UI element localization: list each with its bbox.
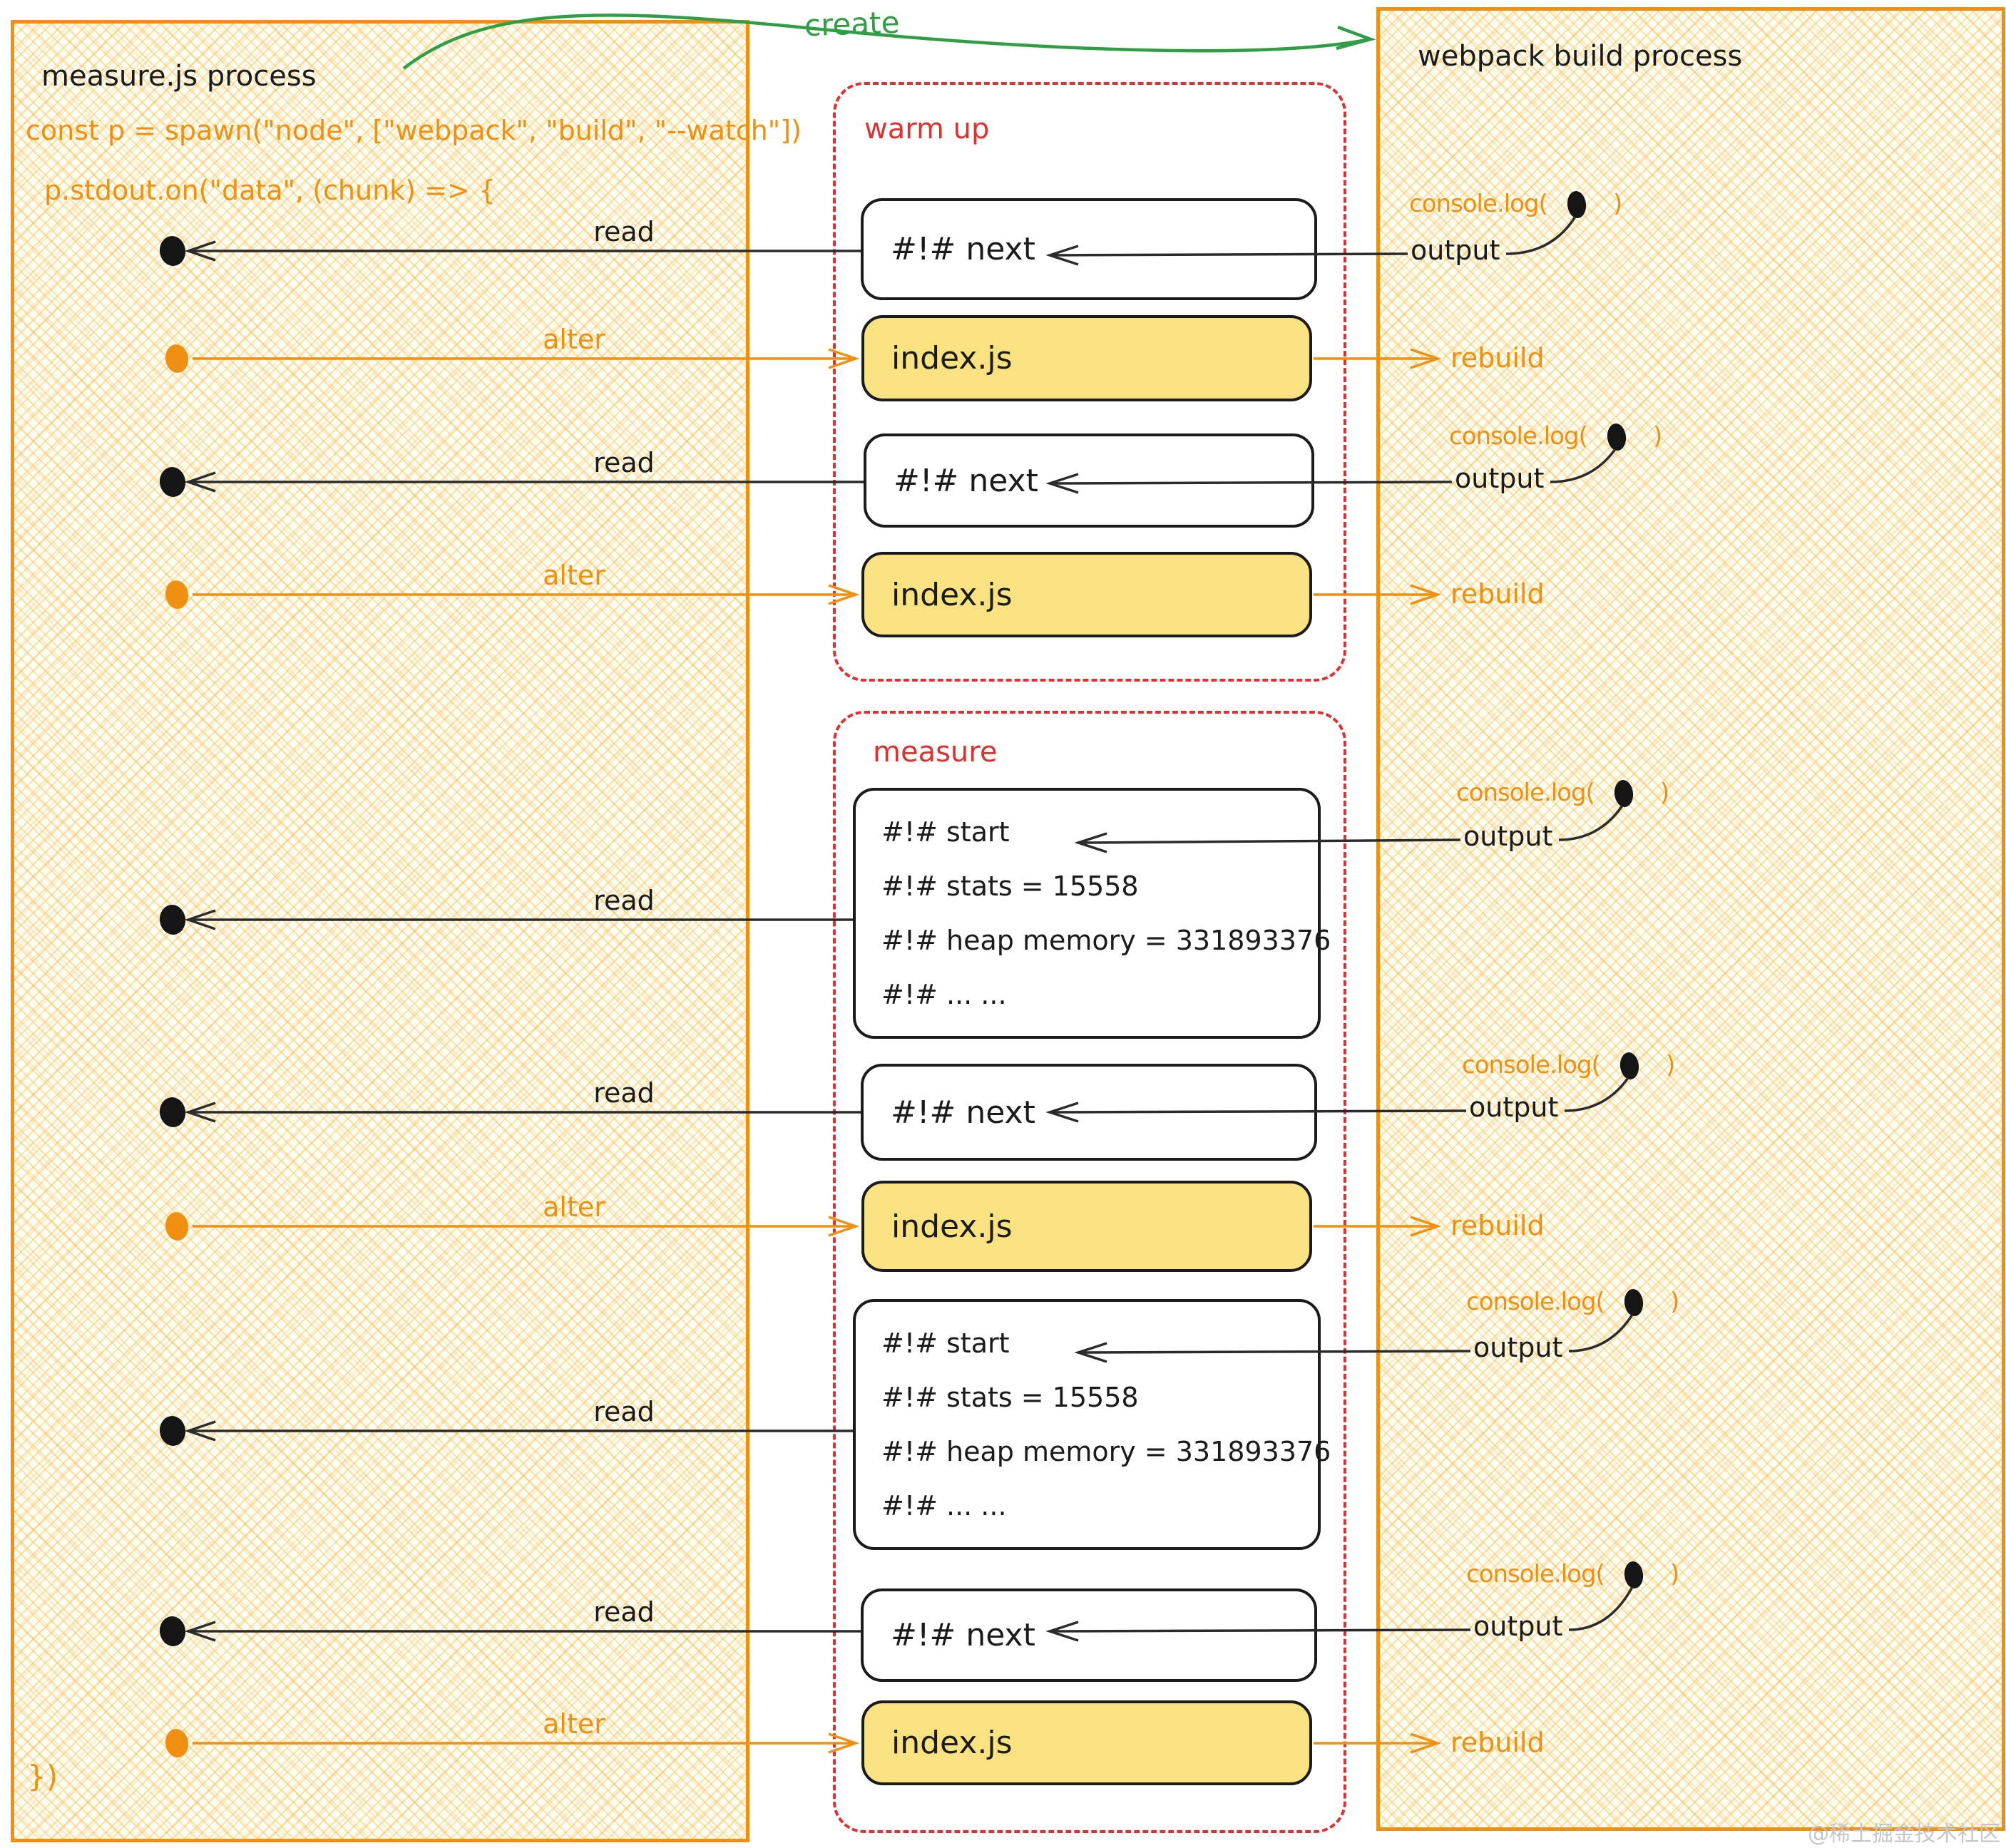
console-log-group-1: console.log( ): [1409, 190, 1652, 228]
file-box-indexjs-1: index.js: [861, 315, 1312, 401]
measure-section: [833, 711, 1346, 1833]
output-label-6: output: [1473, 1611, 1563, 1642]
console-log-close-text: ): [1670, 1288, 1680, 1316]
console-log-open-text: console.log(: [1466, 1560, 1605, 1588]
console-log-group-4: console.log( ): [1462, 1051, 1704, 1089]
measure-label: measure: [873, 736, 998, 769]
alter-arrow-1: [193, 348, 860, 369]
console-log-open-text: console.log(: [1466, 1288, 1605, 1316]
alter-arrow-2: [193, 584, 860, 605]
console-log-close-text: ): [1653, 422, 1663, 451]
read-arrow-6: [184, 1621, 861, 1642]
console-log-open-text: console.log(: [1449, 422, 1588, 451]
indexjs-file-text: index.js: [891, 1208, 1013, 1245]
read-arrow-1: [184, 240, 861, 262]
read-arrow-2: [184, 471, 864, 493]
measurejs-process-panel: [11, 20, 749, 1842]
output-label-2: output: [1455, 463, 1545, 494]
alter-label-4: alter: [543, 1708, 605, 1740]
output-label-1: output: [1411, 235, 1500, 266]
alter-arrow-3: [193, 1216, 860, 1237]
rebuild-arrow-4: [1314, 1732, 1442, 1754]
stats-line-stats: #!# stats = 15558: [881, 1382, 1139, 1413]
console-log-open-text: console.log(: [1456, 779, 1595, 807]
message-box-next-4: #!# next: [861, 1588, 1317, 1682]
stats-line-ellipsis: #!# ... ...: [881, 979, 1007, 1010]
file-box-indexjs-2: index.js: [861, 552, 1312, 637]
output-label-3: output: [1463, 821, 1553, 852]
watermark: @稀土掘金技术社区: [1808, 1821, 2000, 1847]
read-label-6: read: [593, 1596, 655, 1628]
console-log-group-3: console.log( ): [1456, 779, 1699, 817]
output-arrow-1: [1045, 216, 1577, 266]
output-arrow-4: [1045, 1077, 1629, 1123]
code-closing-brace: }): [27, 1759, 58, 1794]
output-label-5: output: [1473, 1332, 1563, 1363]
rebuild-label-3: rebuild: [1450, 1210, 1545, 1241]
rebuild-arrow-3: [1314, 1216, 1442, 1237]
rebuild-label-1: rebuild: [1450, 342, 1545, 374]
code-line-2: p.stdout.on("data", (chunk) => {: [44, 175, 496, 206]
console-log-group-2: console.log( ): [1449, 422, 1692, 461]
rebuild-label-4: rebuild: [1450, 1727, 1545, 1758]
console-log-close-text: ): [1670, 1560, 1680, 1588]
output-arrow-5: [1074, 1314, 1634, 1363]
next-message-text: #!# next: [894, 462, 1038, 499]
stats-line-heap: #!# heap memory = 331893376: [881, 1436, 1331, 1467]
next-message-text: #!# next: [891, 1094, 1035, 1131]
alter-arrow-4: [193, 1732, 860, 1754]
create-arrow: [402, 14, 1376, 70]
read-label-3: read: [593, 885, 655, 916]
console-log-group-5: console.log( ): [1466, 1288, 1709, 1326]
read-label-1: read: [593, 216, 655, 247]
stats-line-stats: #!# stats = 15558: [881, 871, 1139, 902]
indexjs-file-text: index.js: [891, 576, 1013, 613]
indexjs-file-text: index.js: [891, 1725, 1013, 1761]
webpack-build-process-panel: [1376, 7, 2005, 1831]
output-arrow-6: [1045, 1586, 1634, 1642]
console-log-group-6: console.log( ): [1466, 1560, 1709, 1598]
message-box-next-2: #!# next: [864, 433, 1314, 528]
output-arrow-2: [1045, 448, 1617, 494]
rebuild-arrow-1: [1314, 348, 1442, 369]
console-log-open-text: console.log(: [1462, 1051, 1601, 1079]
file-box-indexjs-3: index.js: [861, 1181, 1312, 1272]
indexjs-file-text: index.js: [891, 340, 1013, 376]
code-line-1: const p = spawn("node", ["webpack", "bui…: [26, 115, 802, 146]
message-box-next-1: #!# next: [861, 198, 1317, 300]
stats-line-start: #!# start: [881, 1328, 1010, 1359]
create-label: create: [804, 4, 901, 43]
stats-line-start: #!# start: [881, 816, 1010, 848]
rebuild-label-2: rebuild: [1450, 578, 1545, 610]
file-box-indexjs-4: index.js: [861, 1700, 1312, 1785]
read-arrow-4: [184, 1102, 861, 1123]
next-message-text: #!# next: [891, 1617, 1035, 1653]
stats-line-ellipsis: #!# ... ...: [881, 1490, 1007, 1521]
read-arrow-5: [184, 1420, 853, 1442]
stats-line-heap: #!# heap memory = 331893376: [881, 925, 1331, 956]
read-label-2: read: [593, 447, 655, 478]
alter-label-3: alter: [543, 1191, 605, 1223]
stats-box-2: #!# start #!# stats = 15558 #!# heap mem…: [853, 1299, 1331, 1550]
warmup-section: [833, 82, 1346, 682]
alter-label-1: alter: [543, 324, 605, 355]
stats-box-1: #!# start #!# stats = 15558 #!# heap mem…: [853, 788, 1331, 1039]
console-log-close-text: ): [1666, 1051, 1676, 1079]
console-log-close-text: ): [1613, 190, 1623, 218]
console-log-open-text: console.log(: [1409, 190, 1548, 218]
console-log-close-text: ): [1660, 779, 1670, 807]
read-label-5: read: [593, 1396, 655, 1427]
warmup-label: warm up: [864, 113, 990, 145]
read-label-4: read: [593, 1077, 655, 1109]
next-message-text: #!# next: [891, 231, 1035, 267]
left-panel-title: measure.js process: [41, 60, 317, 93]
output-label-4: output: [1469, 1092, 1559, 1123]
alter-label-2: alter: [543, 560, 605, 591]
read-arrow-3: [184, 909, 853, 930]
rebuild-arrow-2: [1314, 584, 1442, 605]
right-panel-title: webpack build process: [1418, 40, 1743, 73]
output-arrow-3: [1074, 805, 1624, 853]
